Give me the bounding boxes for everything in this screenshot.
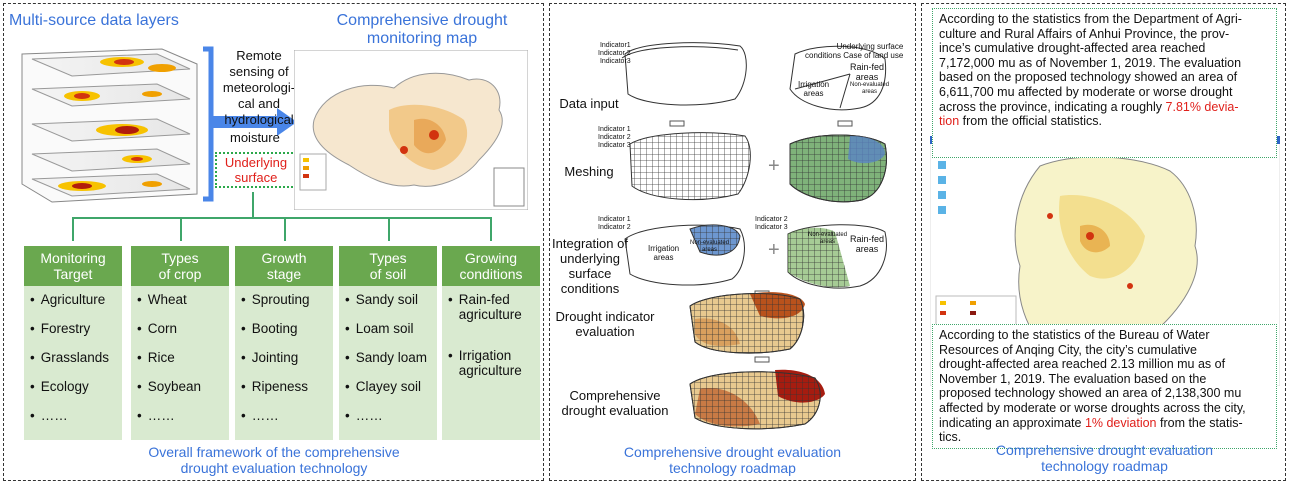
layers-title: Multi-source data layers	[9, 12, 179, 29]
list-item: •Rain-fed agriculture	[448, 292, 522, 322]
list-item: •……	[241, 408, 279, 423]
list-item: •……	[345, 408, 383, 423]
connector-drop-3	[284, 217, 286, 241]
list-item: •……	[30, 408, 68, 423]
framework-caption: Overall framework of the comprehensive d…	[148, 444, 400, 476]
step-data-input: Data input	[559, 96, 619, 111]
layer-3	[31, 118, 191, 142]
anhui-map	[930, 136, 1280, 386]
layer-1	[31, 53, 191, 77]
list-item: •Ecology	[30, 379, 89, 394]
svg-text:+: +	[768, 239, 780, 261]
list-item: •Ripeness	[241, 379, 309, 394]
data-layers-cube	[21, 48, 198, 203]
remote-line-3: meteorologi-	[222, 80, 296, 95]
layer-5	[31, 173, 191, 197]
list-item: •Wheat	[137, 292, 187, 307]
list-item: •Loam soil	[345, 321, 414, 336]
underlying-line-2: surface	[234, 170, 278, 185]
layer-4	[31, 148, 191, 172]
list-item: •Soybean	[137, 379, 202, 394]
list-item: •Grasslands	[30, 350, 110, 365]
list-item: •Rice	[137, 350, 175, 365]
connector-trunk	[252, 192, 254, 218]
anqing-deviation: 1% deviation	[1084, 415, 1157, 430]
list-item: •Forestry	[30, 321, 91, 336]
list-item: •Corn	[137, 321, 177, 336]
list-item: •Jointing	[241, 350, 299, 365]
roadmap-diagram: + +	[621, 42, 887, 430]
list-item: •Sprouting	[241, 292, 310, 307]
list-item: •Irrigation agriculture	[448, 348, 522, 378]
anhui-deviation: 7.81% devia-	[1165, 99, 1239, 114]
remote-sensing-label: Remote sensing of meteorologi- cal and h…	[222, 48, 296, 128]
underlying-surface-box: Underlying surface	[215, 152, 297, 188]
connector-drop-1	[72, 217, 74, 241]
svg-text:+: +	[768, 155, 780, 177]
list-item: •Clayey soil	[345, 379, 422, 394]
list-item: •Sandy soil	[345, 292, 419, 307]
remote-line-5: hydrological	[224, 112, 294, 127]
china-drought-map	[294, 50, 528, 210]
connector-drop-5	[490, 217, 492, 241]
connector-drop-4	[388, 217, 390, 241]
connector-drop-2	[180, 217, 182, 241]
step-meshing: Meshing	[564, 164, 614, 179]
list-item: •Booting	[241, 321, 298, 336]
underlying-line-1: Underlying	[224, 155, 288, 170]
map-title: Comprehensive drought monitoring map	[322, 12, 522, 48]
remote-line-2: sensing of	[229, 64, 289, 79]
layer-2	[31, 83, 191, 107]
list-item: •Agriculture	[30, 292, 106, 307]
anhui-note: According to the statistics from the Dep…	[932, 8, 1277, 158]
moisture-label: moisture	[230, 130, 280, 145]
connector-bar	[72, 217, 492, 219]
remote-line-1: Remote	[236, 48, 282, 63]
validation-panel: According to the statistics from the Dep…	[921, 3, 1286, 481]
remote-line-4: cal and	[238, 96, 280, 111]
list-item: •Sandy loam	[345, 350, 428, 365]
merge-arrow	[203, 46, 297, 202]
list-item: •……	[137, 408, 175, 423]
framework-panel: Multi-source data layers Comprehensive d…	[3, 3, 544, 481]
map-title-text: Comprehensive drought monitoring map	[336, 12, 508, 47]
anqing-note: According to the statistics of the Burea…	[932, 324, 1277, 449]
